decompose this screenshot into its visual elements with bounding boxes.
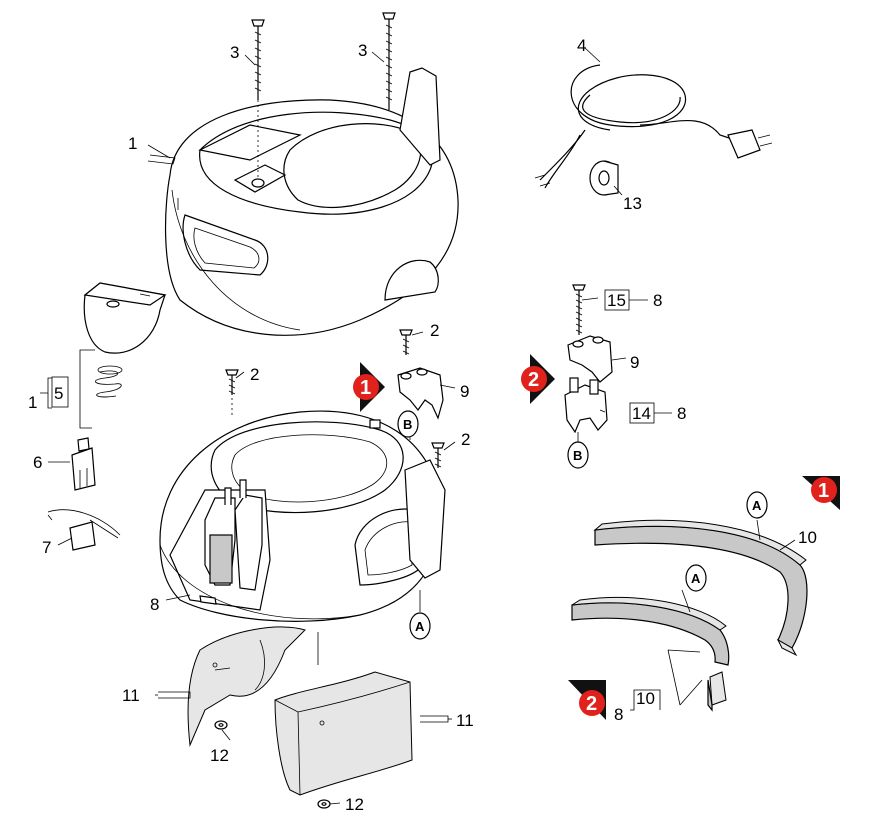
callout-2-top: 2	[430, 321, 439, 340]
svg-text:B: B	[403, 417, 412, 432]
callout-12-left: 12	[210, 746, 229, 765]
spring	[95, 365, 123, 398]
callout-8-base: 8	[150, 595, 159, 614]
callout-9-left: 9	[460, 382, 469, 401]
valve-bracket-left	[397, 367, 444, 420]
svg-text:A: A	[752, 498, 762, 513]
cover-right	[274, 671, 413, 796]
foam-block	[667, 649, 727, 712]
foam-strip-small	[571, 597, 730, 666]
svg-text:2: 2	[586, 693, 597, 715]
bracket-8-10	[630, 689, 661, 711]
power-cord	[534, 64, 773, 189]
base-housing	[159, 410, 446, 622]
connector	[71, 437, 96, 491]
bracket-1-5	[40, 377, 52, 409]
callout-8-bottom: 8	[614, 705, 623, 724]
callout-2-right: 2	[461, 430, 470, 449]
callout-8-15: 8	[653, 291, 662, 310]
callout-1: 1	[128, 134, 137, 153]
callout-9-right: 9	[630, 353, 639, 372]
callout-6: 6	[33, 453, 42, 472]
callout-7: 7	[42, 538, 51, 557]
callout-10-bottom: 10	[636, 689, 655, 708]
callout-11-left: 11	[122, 686, 140, 705]
bubble-a-base: A	[409, 612, 431, 640]
top-housing-cover	[164, 67, 459, 336]
marker-2-bracket: 2	[521, 354, 555, 404]
micro-switch	[47, 509, 121, 551]
callout-4: 4	[577, 36, 586, 55]
short-screw-2	[399, 329, 413, 355]
callout-11-right: 11	[456, 711, 474, 730]
bubble-b-right: B	[567, 441, 589, 469]
callout-15: 15	[607, 291, 626, 310]
marker-1-base: 1	[353, 362, 385, 412]
tape-roll	[589, 160, 619, 196]
short-screw-3	[431, 442, 445, 468]
callout-13: 13	[623, 194, 642, 213]
callout-3-right: 3	[358, 41, 367, 60]
svg-text:2: 2	[528, 369, 539, 391]
leader-lines	[48, 47, 796, 805]
valve-bracket-right-14	[564, 377, 608, 434]
bracket-5	[79, 349, 95, 429]
callout-8-14: 8	[677, 404, 686, 423]
foam-strip-large	[593, 519, 808, 657]
callout-2-mid: 2	[250, 365, 259, 384]
valve-bracket-right-9	[567, 335, 613, 383]
svg-text:A: A	[415, 619, 425, 634]
marker-1-strip: 1	[802, 476, 840, 510]
washer-bottom	[317, 799, 331, 809]
bubble-a-strip-bottom: A	[685, 564, 707, 592]
button-cap	[83, 282, 167, 354]
callout-12-bottom: 12	[345, 795, 364, 814]
bubble-a-strip-top: A	[746, 491, 768, 519]
cover-left	[187, 626, 306, 747]
svg-text:1: 1	[818, 480, 829, 502]
callout-3-left: 3	[230, 43, 239, 62]
screw-15	[572, 284, 586, 335]
svg-text:A: A	[691, 571, 701, 586]
long-screw-left	[251, 19, 265, 180]
box-5	[51, 376, 69, 408]
callout-5: 5	[54, 384, 63, 403]
svg-text:1: 1	[360, 377, 371, 399]
pointer-stubs	[147, 154, 452, 723]
callout-1-bracket: 1	[28, 393, 37, 412]
bubble-b-left: B	[397, 410, 419, 438]
callout-10-top: 10	[798, 528, 817, 547]
short-screw-1	[225, 369, 239, 415]
svg-text:B: B	[573, 448, 582, 463]
marker-2-strip: 2	[568, 680, 606, 720]
callout-14: 14	[632, 404, 651, 423]
long-screw-right	[382, 12, 396, 110]
washer-left	[214, 720, 228, 730]
